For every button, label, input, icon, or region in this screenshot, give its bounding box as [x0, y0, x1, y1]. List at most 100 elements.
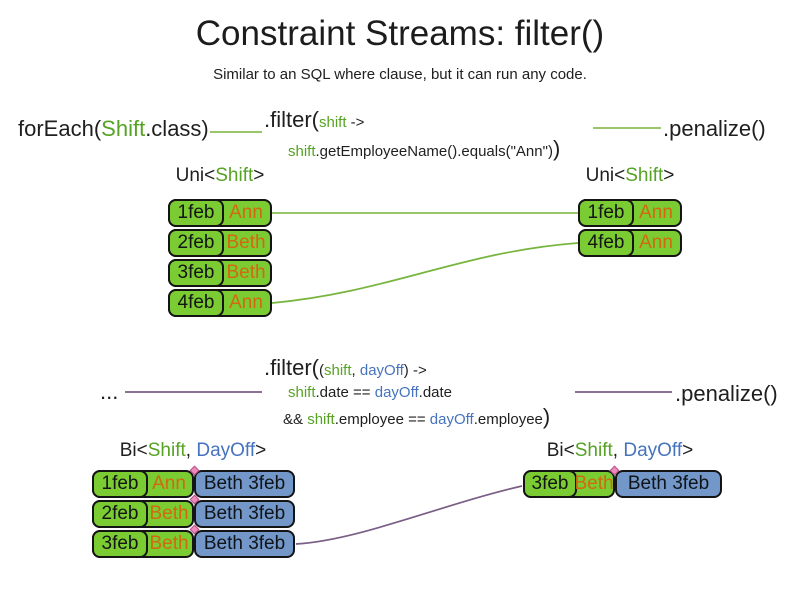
code-token: > — [253, 165, 265, 186]
bi-right-header: Bi<Shift, DayOff> — [520, 440, 720, 462]
code-token: .date == — [315, 384, 375, 401]
filter-expression-top: .filter(shift -> shift.getEmployeeName()… — [264, 107, 560, 162]
code-token: , — [185, 440, 197, 461]
code-token: .filter( — [264, 355, 319, 380]
shift-employee-cell: Beth — [226, 232, 266, 253]
shift-date-cell: 2feb — [168, 229, 224, 257]
bi-left-header: Bi<Shift, DayOff> — [93, 440, 293, 462]
uni-left-header: Uni<Shift> — [150, 165, 290, 187]
shift-date-cell: 4feb — [168, 289, 224, 317]
code-token: ) — [552, 136, 561, 161]
code-token: > — [255, 440, 267, 461]
code-token: , — [351, 362, 360, 379]
code-token: > — [682, 440, 694, 461]
shift-date-cell: 1feb — [578, 199, 634, 227]
filter-top-line1: .filter(shift -> — [264, 107, 364, 133]
code-token: .employee == — [334, 411, 430, 428]
shift-date-cell: 3feb — [523, 470, 577, 498]
uni-right-header: Uni<Shift> — [560, 165, 700, 187]
code-token: Shift — [147, 440, 186, 461]
shift-date-cell: 4feb — [578, 229, 634, 257]
code-token: dayOff — [374, 384, 419, 401]
penalize-expression-top: .penalize() — [663, 116, 766, 141]
code-token: .getEmployeeName().equals("Ann") — [315, 143, 553, 160]
code-token: dayOff — [429, 411, 474, 428]
code-token: .class) — [145, 116, 209, 141]
shift-employee-cell: Ann — [639, 232, 673, 253]
page-title: Constraint Streams: filter() — [195, 14, 605, 53]
code-token: Bi< — [119, 440, 148, 461]
foreach-expression: forEach(Shift.class) — [18, 116, 209, 142]
filter-bottom-line1: .filter((shift, dayOff) -> — [264, 355, 427, 381]
filter-bottom-line2: shift.date == dayOff.date — [288, 384, 452, 402]
code-token: Uni< — [175, 165, 216, 186]
code-token: shift — [324, 362, 352, 379]
connector-bi-3feb — [295, 485, 523, 545]
code-token: shift — [288, 143, 316, 160]
code-token: forEach( — [18, 116, 102, 141]
penalize-expression-bottom: .penalize() — [675, 381, 778, 406]
shift-employee-cell: Beth — [226, 262, 266, 283]
code-token: ( — [319, 362, 324, 379]
shift-date-cell: 1feb — [168, 199, 224, 227]
shift-date-cell: 1feb — [92, 470, 148, 498]
shift-date-cell: 3feb — [92, 530, 148, 558]
code-token: ) — [542, 404, 551, 429]
code-token: .date — [418, 384, 453, 401]
dayoff-cell: Beth 3feb — [194, 530, 295, 558]
code-token: .filter( — [264, 107, 319, 132]
code-token: > — [663, 165, 675, 186]
shift-employee-cell: Ann — [229, 292, 263, 313]
shift-employee-cell: Beth — [149, 533, 189, 554]
code-token: DayOff — [623, 440, 683, 461]
dayoff-cell: Beth 3feb — [615, 470, 722, 498]
shift-employee-cell: Ann — [229, 202, 263, 223]
code-token: Shift — [574, 440, 613, 461]
code-token: ) -> — [403, 362, 427, 379]
dayoff-cell: Beth 3feb — [194, 470, 295, 498]
shift-date-cell: 3feb — [168, 259, 224, 287]
code-token: .employee — [473, 411, 543, 428]
connector-shift-4feb — [271, 242, 579, 304]
code-token: shift — [307, 411, 335, 428]
code-token: Shift — [215, 165, 254, 186]
code-token: && — [283, 411, 308, 428]
page-subtitle: Similar to an SQL where clause, but it c… — [213, 66, 587, 83]
code-token: Shift — [101, 116, 146, 141]
code-token: shift — [288, 384, 316, 401]
shift-employee-cell: Ann — [152, 473, 186, 494]
filter-top-line2: shift.getEmployeeName().equals("Ann")) — [288, 136, 560, 162]
shift-employee-cell: Beth — [574, 473, 614, 494]
source-ellipsis: ... — [100, 379, 119, 404]
shift-employee-cell: Beth — [149, 503, 189, 524]
code-token: Shift — [625, 165, 664, 186]
code-token: -> — [346, 114, 365, 131]
code-token: DayOff — [196, 440, 256, 461]
shift-date-cell: 2feb — [92, 500, 148, 528]
code-token: dayOff — [359, 362, 404, 379]
code-token: shift — [319, 114, 347, 131]
